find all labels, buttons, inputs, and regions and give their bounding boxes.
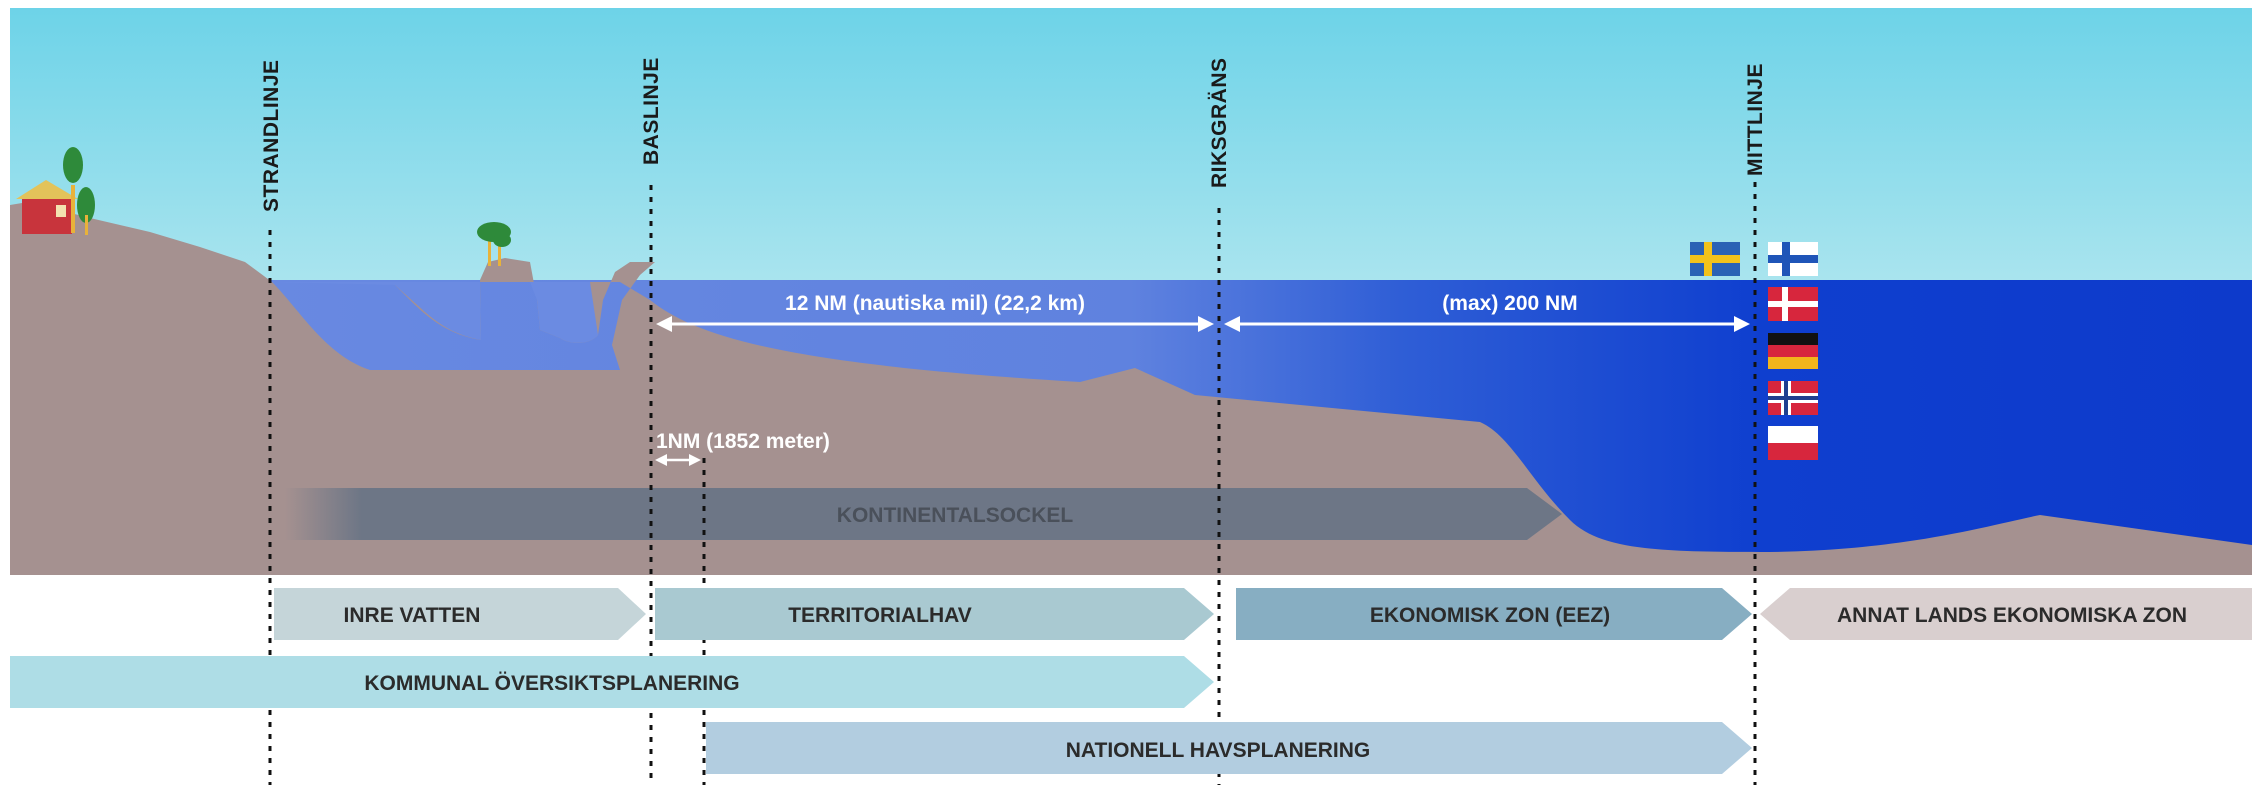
eez-width-label: (max) 200 NM	[1442, 292, 1577, 315]
zone-inre-vatten	[274, 588, 646, 640]
zone-inre-vatten-label: INRE VATTEN	[344, 604, 481, 627]
zone-ekonomisk	[1236, 588, 1752, 640]
island-tree-icon	[477, 222, 511, 266]
zone-territorialhav-label: TERRITORIALHAV	[788, 604, 972, 627]
eez-width-arrow	[1224, 316, 1750, 332]
kommunal-planning-label: KOMMUNAL ÖVERSIKTSPLANERING	[364, 672, 739, 695]
germany-flag	[1768, 333, 1818, 369]
nationell-planning-label: NATIONELL HAVSPLANERING	[1066, 739, 1371, 762]
territorial-width-label: 12 NM (nautiska mil) (22,2 km)	[785, 292, 1085, 315]
baslinje-label: BASLINJE	[640, 57, 663, 165]
fjord-water-small	[530, 282, 598, 343]
zone-annat-land-label: ANNAT LANDS EKONOMISKA ZON	[1837, 604, 2187, 627]
tree-icon	[63, 147, 95, 235]
denmark-flag	[1768, 287, 1818, 321]
strandlinje-label: STRANDLINJE	[260, 59, 283, 212]
poland-flag	[1768, 426, 1818, 460]
continental-shelf-label: KONTINENTALSOCKEL	[837, 504, 1074, 527]
zone-annat-land	[1760, 588, 2252, 640]
house-icon	[16, 180, 78, 234]
finland-flag	[1768, 242, 1818, 276]
mittlinje-label: MITTLINJE	[1744, 63, 1767, 176]
sweden-flag	[1690, 242, 1740, 276]
kommunal-planning-banner	[10, 656, 1214, 708]
nautical-mile-label: 1NM (1852 meter)	[656, 430, 830, 453]
sky	[10, 8, 2252, 280]
fjord-water	[272, 282, 481, 340]
territorial-width-arrow	[656, 316, 1214, 332]
riksgrans-label: RIKSGRÄNS	[1208, 57, 1231, 188]
nautical-mile-arrow	[655, 454, 701, 466]
zone-territorialhav	[655, 588, 1214, 640]
continental-shelf-arrow	[285, 488, 1562, 540]
zone-ekonomisk-label: EKONOMISK ZON (EEZ)	[1370, 604, 1610, 627]
nationell-planning-banner	[706, 722, 1752, 774]
norway-flag	[1768, 381, 1818, 415]
